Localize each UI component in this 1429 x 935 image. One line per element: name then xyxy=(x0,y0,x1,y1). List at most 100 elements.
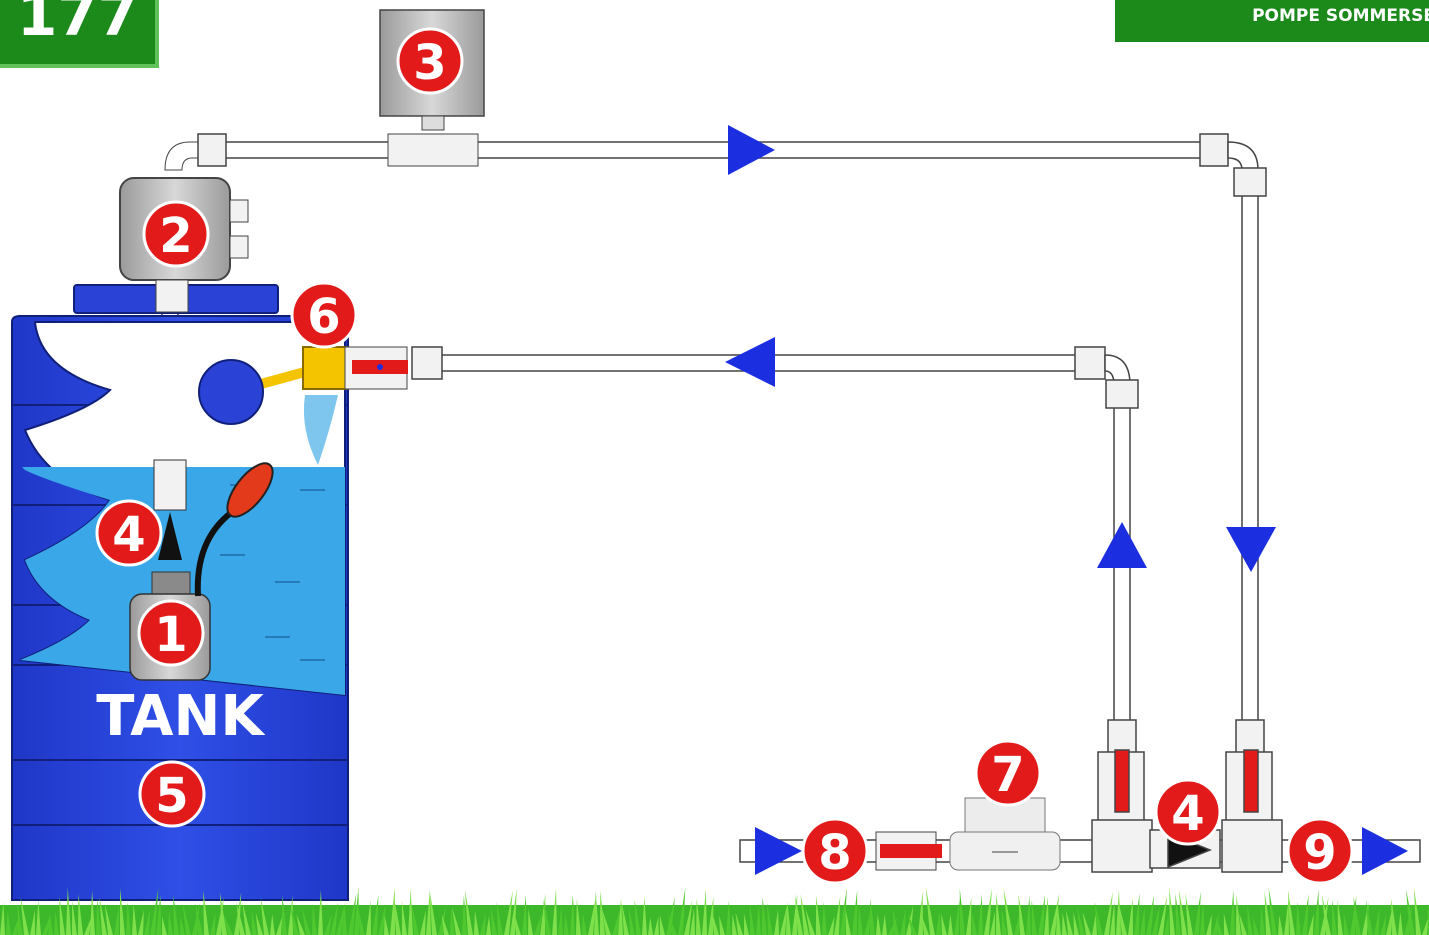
grass-blade xyxy=(702,888,707,935)
inlet-valve xyxy=(875,831,942,871)
marker-5: 5 xyxy=(138,760,206,828)
grass-blade xyxy=(1405,889,1415,935)
grass-blade xyxy=(72,900,77,935)
grass-blade xyxy=(744,913,749,935)
grass-blade xyxy=(528,908,533,935)
grass-blade xyxy=(441,914,449,935)
grass-blade xyxy=(1391,898,1397,935)
grass-blade xyxy=(132,903,137,935)
flow-arrows xyxy=(725,125,1408,875)
grass-blade xyxy=(666,896,675,935)
grass-blade xyxy=(1031,900,1037,935)
marker-2: 2 xyxy=(142,200,210,268)
svg-text:2: 2 xyxy=(159,208,192,264)
diagram-number-badge: 177 xyxy=(0,0,159,68)
grass-blade xyxy=(621,903,629,935)
grass-blade xyxy=(612,906,622,935)
grass-blade xyxy=(330,902,339,935)
grass-blade xyxy=(312,903,317,935)
grass-blade xyxy=(552,888,557,935)
grass-blade xyxy=(78,893,83,935)
svg-text:6: 6 xyxy=(307,289,340,345)
grass-blade xyxy=(378,903,386,935)
grass-blade xyxy=(996,893,1001,935)
grass-blade xyxy=(634,899,641,935)
svg-text:3: 3 xyxy=(413,35,446,91)
grass-blade xyxy=(180,916,185,935)
grass-blade xyxy=(1337,899,1343,935)
grass-blade xyxy=(126,902,131,935)
marker-1: 1 xyxy=(137,599,205,667)
grass-blade xyxy=(1230,889,1235,935)
grass-blade xyxy=(1260,906,1265,935)
grass-blade xyxy=(450,909,455,935)
svg-text:9: 9 xyxy=(1303,825,1336,881)
grass-blade xyxy=(366,900,371,935)
marker-3: 3 xyxy=(396,27,464,95)
grass-blade xyxy=(780,903,788,935)
grass-blade xyxy=(696,898,701,935)
grass-blade xyxy=(678,887,686,935)
grass-blade xyxy=(936,910,941,935)
grass-blade xyxy=(144,908,151,935)
grass-blade xyxy=(654,916,659,935)
grass-ground xyxy=(0,887,1429,935)
diagram-number: 177 xyxy=(16,0,139,49)
grass-blade xyxy=(384,915,389,935)
grass-blade xyxy=(84,914,93,935)
grass-blade xyxy=(260,898,269,935)
marker-9: 9 xyxy=(1286,817,1354,885)
grass-blade xyxy=(354,887,359,935)
grass-blade xyxy=(1104,891,1113,935)
grass-blade xyxy=(290,906,299,935)
grass-blade xyxy=(600,890,605,935)
grass-blade xyxy=(840,888,847,935)
grass-blade xyxy=(972,913,977,935)
grass-blade xyxy=(426,889,431,935)
ball-valve-icon xyxy=(1114,749,1130,813)
grass-blade xyxy=(907,912,917,935)
grass-blade xyxy=(296,914,305,935)
grass-blade xyxy=(1308,914,1314,935)
grass-blade xyxy=(925,887,935,935)
grass-blade xyxy=(223,914,233,935)
grass-blade xyxy=(1056,902,1061,935)
grass-blade xyxy=(1343,912,1349,935)
grass-blade xyxy=(30,909,35,935)
grass-blade xyxy=(922,916,929,935)
grass-blade xyxy=(588,894,597,935)
grass-blade xyxy=(1216,916,1223,935)
grass-blade xyxy=(984,887,993,935)
grass-blade xyxy=(762,896,767,935)
pipe-right-down xyxy=(1241,169,1259,731)
grass-blade xyxy=(756,903,761,935)
grass-blade xyxy=(255,912,263,935)
water-meter xyxy=(949,797,1061,871)
grass-blade xyxy=(1018,894,1025,935)
grass-blade xyxy=(210,912,216,935)
grass-blade xyxy=(1264,890,1271,935)
grass-blade xyxy=(162,916,167,935)
grass-blade xyxy=(59,896,65,935)
grass-blade xyxy=(876,914,881,935)
float-switch xyxy=(226,462,274,518)
grass-blade xyxy=(990,911,995,935)
grass-blade xyxy=(412,905,419,935)
grass-blade xyxy=(301,907,311,935)
grass-blade xyxy=(792,893,798,935)
pump-fitting xyxy=(153,459,187,511)
grass-blade xyxy=(438,904,447,935)
grass-blade xyxy=(1320,896,1329,935)
grass-blade xyxy=(522,895,527,935)
grass-blade xyxy=(1065,909,1073,935)
grass-blade xyxy=(236,902,245,935)
grass-blade xyxy=(104,903,113,935)
grass-blade xyxy=(959,888,965,935)
grass-blade xyxy=(1206,914,1212,935)
grass-blade xyxy=(514,914,521,935)
grass-blade xyxy=(582,912,587,935)
grass-blade xyxy=(1146,894,1155,935)
grass-blade xyxy=(564,913,569,935)
grass-blade xyxy=(0,902,5,935)
